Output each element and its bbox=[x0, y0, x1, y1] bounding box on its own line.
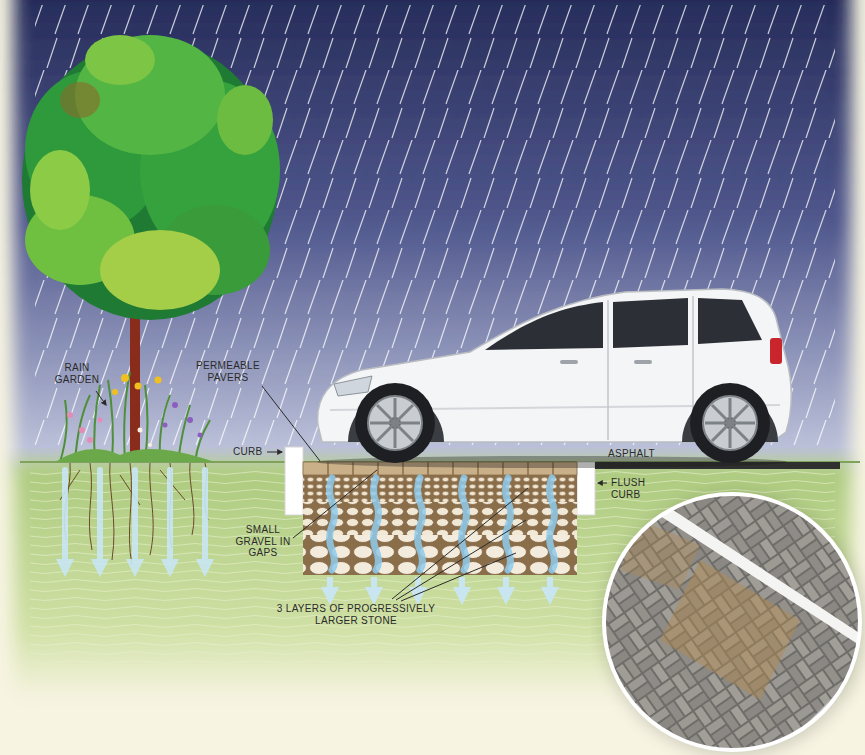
water-streams bbox=[330, 478, 555, 570]
leader-lines bbox=[96, 386, 607, 601]
part-label: CURB bbox=[233, 446, 263, 458]
part-label: ASPHALT bbox=[608, 448, 655, 460]
canopy bbox=[100, 230, 220, 310]
rain-garden-plants bbox=[55, 372, 215, 462]
canopy bbox=[30, 150, 90, 230]
photo-inset bbox=[600, 490, 865, 755]
part-label: 3 LAYERS OF PROGRESSIVELY LARGER STONE bbox=[266, 603, 446, 626]
part-label: PERMEABLE PAVERS bbox=[188, 360, 268, 383]
part-label: FLUSH CURB bbox=[611, 477, 651, 500]
canopy bbox=[60, 82, 100, 118]
curb bbox=[285, 447, 303, 515]
background bbox=[14, 0, 860, 700]
tree bbox=[22, 35, 280, 462]
part-label: SMALL GRAVEL IN GAPS bbox=[232, 524, 294, 559]
water-arrows bbox=[65, 470, 205, 568]
rain bbox=[35, 5, 835, 445]
canopy bbox=[85, 35, 155, 85]
car bbox=[317, 289, 791, 468]
drain-arrows bbox=[330, 577, 550, 596]
canopy bbox=[217, 85, 273, 155]
sky bbox=[14, 0, 851, 470]
part-label: RAIN GARDEN bbox=[52, 362, 102, 385]
flush-curb bbox=[577, 462, 595, 515]
paver-section bbox=[303, 462, 577, 575]
